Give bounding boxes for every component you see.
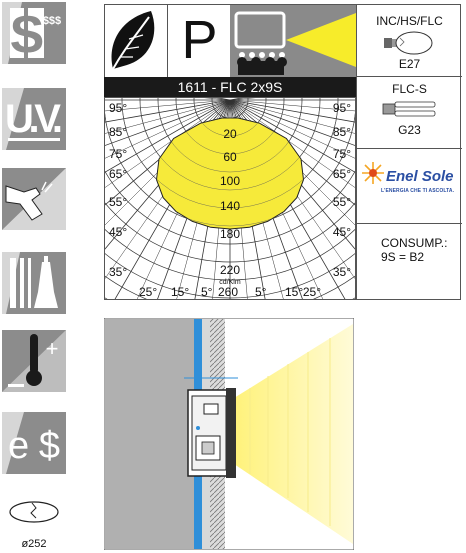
grid-spoke: [105, 99, 231, 134]
grid-spoke: [229, 99, 355, 146]
polar-diagram: 95° 85° 75° 65° 55° 45° 35° 95° 85° 75° 65° 55° 45° 3…: [104, 97, 356, 300]
thermometer-plus-icon: +: [2, 330, 66, 392]
grid-spoke: [105, 99, 231, 188]
installation-drawing: [103, 317, 355, 551]
diameter-label: ø252: [21, 538, 47, 550]
info-column: INC/HS/FLC E27 FLC-S G23: [356, 4, 462, 300]
socket-e27-label: E27: [398, 57, 421, 71]
product-header: P: [104, 4, 356, 77]
consumption-value: 9S = B2: [381, 250, 425, 264]
intensity-curve: [155, 117, 305, 230]
diagram-title: 1611 - FLC 2x9S: [104, 77, 356, 97]
grid-spoke: [105, 99, 231, 123]
sun-logo-icon: [360, 160, 386, 191]
left-angle-label: 85°: [109, 125, 127, 139]
grid-spoke: [229, 99, 355, 123]
right-angle-label: 65°: [333, 167, 351, 181]
grid-spoke: [105, 99, 231, 173]
grid-spoke: [105, 99, 231, 159]
radial-value-label: 140: [220, 199, 240, 213]
bottom-angle-label: 15°: [171, 285, 189, 299]
uv-filter-icon: U.V.: [2, 88, 66, 150]
projector-icon: [230, 5, 356, 77]
bottom-angle-label: 5°: [255, 285, 267, 299]
grid-spoke: [229, 99, 355, 112]
fixture-comparison-icon: [2, 252, 66, 314]
lamp-type-2-label: FLC-S: [392, 82, 427, 96]
bulb-icon: [382, 30, 436, 61]
consumption-label: CONSUMP.:: [381, 236, 448, 250]
polar-grid: [105, 98, 355, 299]
right-angle-label: 35°: [333, 265, 351, 279]
lamp-diameter-icon: ø252: [2, 492, 66, 552]
grid-spoke: [229, 99, 355, 173]
grid-spoke: [229, 99, 355, 188]
dollar-savings-icon: S $$$: [2, 2, 66, 64]
right-angle-label: 95°: [333, 101, 351, 115]
bottom-right-angle-label: 25°: [303, 285, 321, 299]
protection-class-label: P: [181, 10, 218, 70]
plus-label: +: [46, 336, 59, 361]
bottom-angle-label: 15°: [285, 285, 303, 299]
brand-tagline: L'ENERGIA CHE TI ASCOLTA.: [381, 188, 455, 194]
compact-fluorescent-icon: [381, 100, 437, 123]
right-angle-label: 85°: [333, 125, 351, 139]
right-angle-label: 55°: [333, 195, 351, 209]
right-angle-label: 45°: [333, 225, 351, 239]
unit-label: cd/Klm: [219, 279, 241, 286]
radial-value-label: 100: [220, 174, 240, 188]
energy-saving-icon: e$: [2, 412, 66, 474]
protection-class-cell: P: [167, 5, 230, 77]
hand-shadow-icon: [2, 168, 66, 230]
left-angle-label: 45°: [109, 225, 127, 239]
radial-value-label: 220: [220, 263, 240, 277]
left-angle-label: 35°: [109, 265, 127, 279]
radial-value-label: 180: [220, 227, 240, 241]
grid-spoke: [105, 99, 231, 146]
right-angle-label: 75°: [333, 147, 351, 161]
dollar-label: $$$: [43, 15, 61, 27]
leaf-icon: [105, 5, 167, 77]
lamp-types-label: INC/HS/FLC: [376, 14, 443, 28]
bottom-value-label: 260: [218, 285, 238, 299]
bottom-left-angle-label: 25°: [139, 285, 157, 299]
brand-name: Enel Sole: [386, 168, 454, 185]
grid-spoke: [105, 99, 231, 112]
left-angle-label: 95°: [109, 101, 127, 115]
left-angle-label: 55°: [109, 195, 127, 209]
grid-spoke: [229, 99, 355, 134]
radial-value-label: 60: [223, 150, 237, 164]
grid-spoke: [229, 99, 355, 159]
uv-label: U.V.: [5, 97, 63, 141]
left-angle-label: 75°: [109, 147, 127, 161]
bottom-angle-label: 5°: [201, 285, 213, 299]
radial-value-label: 20: [223, 127, 237, 141]
socket-g23-label: G23: [398, 123, 421, 137]
left-angle-label: 65°: [109, 167, 127, 181]
